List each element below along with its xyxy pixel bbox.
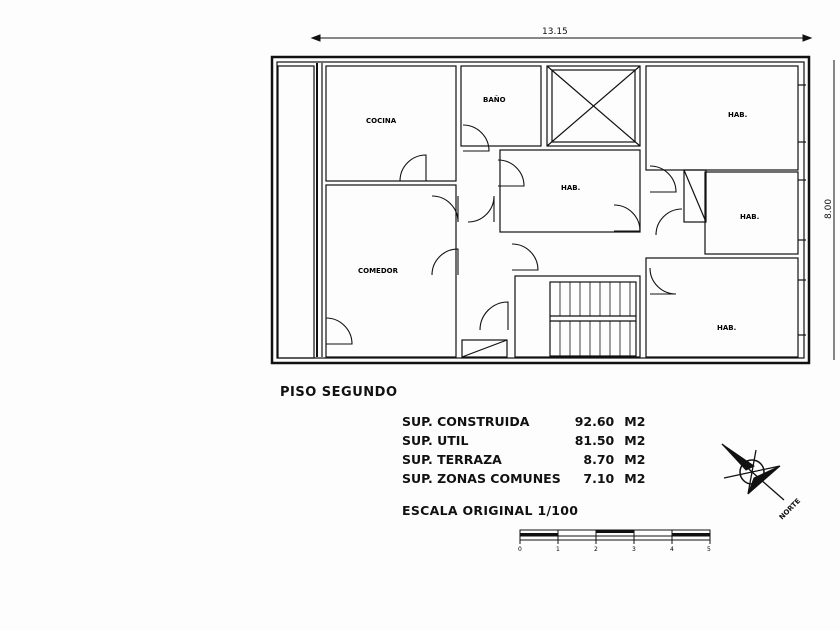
area-label: SUP. TERRAZA (402, 452, 502, 467)
bedroom-top-right-room (645, 65, 799, 171)
area-label: SUP. CONSTRUIDA (402, 414, 530, 429)
bathroom-label: BAÑO (483, 95, 506, 104)
floor-title: PISO SEGUNDO (280, 385, 398, 400)
bedroom-bottom-right-label: HAB. (717, 324, 736, 332)
area-unit: M2 (624, 414, 646, 429)
area-unit: M2 (624, 471, 646, 486)
scale-tick-4: 4 (670, 546, 674, 553)
stairwell (514, 275, 641, 358)
width-dimension (310, 34, 813, 42)
bedroom-top-right-label: HAB. (728, 111, 747, 119)
scale-tick-0: 0 (518, 546, 522, 553)
area-unit: M2 (624, 433, 646, 448)
areas-table: SUP. CONSTRUIDA 92.60 M2 SUP. UTIL 81.50… (402, 412, 645, 488)
inner-outer-wall (276, 61, 805, 359)
scale-tick-3: 3 (632, 546, 636, 553)
stair-treads (559, 282, 631, 356)
dining-label: COMEDOR (358, 267, 399, 275)
area-row: SUP. ZONAS COMUNES 7.10 M2 (402, 469, 645, 488)
area-row: SUP. UTIL 81.50 M2 (402, 431, 645, 450)
depth-label: 8.00 (824, 199, 834, 219)
north-arrow-icon (721, 443, 785, 501)
kitchen-room (325, 65, 457, 182)
scale-bar (519, 529, 711, 544)
bedroom-mid-right-room (704, 171, 799, 255)
dining-room (325, 184, 457, 358)
area-unit: M2 (624, 452, 646, 467)
bathroom-room (460, 65, 542, 147)
area-label: SUP. ZONAS COMUNES (402, 471, 561, 486)
compass-label: NORTE (778, 497, 803, 522)
scale-tick-5: 5 (707, 546, 711, 553)
terrace (277, 65, 315, 359)
scale-tick-2: 2 (594, 546, 598, 553)
kitchen-label: COCINA (366, 117, 397, 125)
outer-wall (270, 55, 811, 365)
light-shaft (546, 65, 641, 147)
area-value: 7.10 (583, 471, 615, 486)
area-value: 92.60 (574, 414, 615, 429)
area-value: 8.70 (583, 452, 615, 467)
bedroom-center-room (499, 149, 641, 233)
width-label: 13.15 (542, 27, 568, 37)
area-row: SUP. CONSTRUIDA 92.60 M2 (402, 412, 645, 431)
scale-tick-1: 1 (556, 546, 560, 553)
scale-text: ESCALA ORIGINAL 1/100 (402, 503, 579, 518)
area-value: 81.50 (574, 433, 615, 448)
bedroom-center-label: HAB. (561, 184, 580, 192)
area-row: SUP. TERRAZA 8.70 M2 (402, 450, 645, 469)
bedroom-mid-right-label: HAB. (740, 213, 759, 221)
door-swings (325, 124, 683, 345)
area-label: SUP. UTIL (402, 433, 469, 448)
bedroom-bottom-right-room (645, 257, 799, 358)
